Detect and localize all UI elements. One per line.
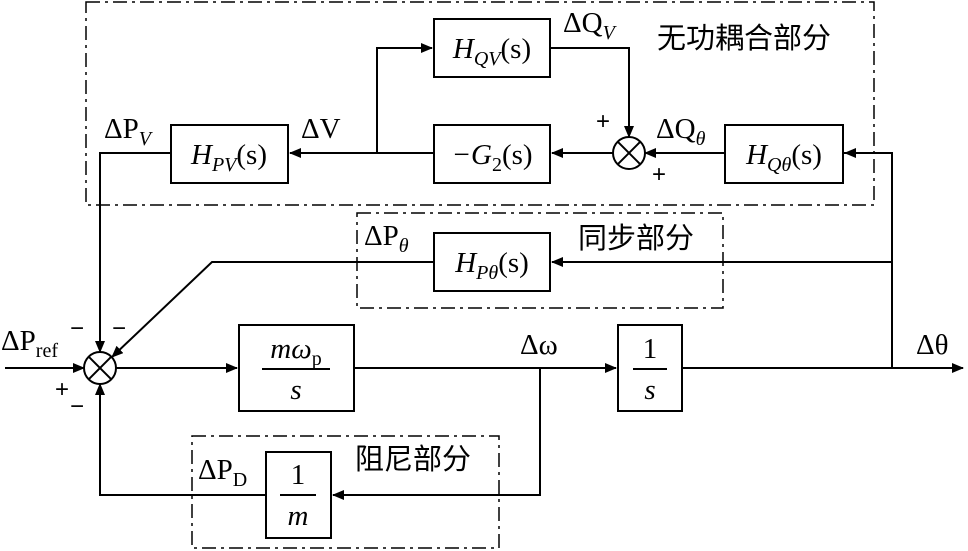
h-qtheta-block-label: HQθ(s) — [745, 139, 822, 176]
main-sum-top2-sign: − — [112, 315, 126, 342]
delta-pd-label: ΔPD — [198, 454, 247, 491]
integrator-denominator: s — [644, 374, 655, 406]
delta-v-label: ΔV — [301, 113, 341, 145]
upper-summing-junction — [612, 136, 646, 170]
damping-gain-numerator: 1 — [291, 459, 306, 491]
damping-group-border — [191, 435, 500, 549]
delta-omega-feedback-line — [332, 368, 541, 500]
main-summing-junction — [83, 351, 117, 385]
delta-theta-label: Δθ — [916, 329, 949, 361]
delta-pref-label: ΔPref — [1, 325, 58, 362]
h-ptheta-block — [433, 232, 551, 292]
damping-gain-denominator: m — [288, 500, 309, 532]
delta-pv-label: ΔPV — [104, 113, 154, 150]
upper-sum-bottom-sign: + — [652, 161, 666, 188]
reactive-coupling-group-label: 无功耦合部分 — [657, 21, 831, 55]
damping-group-label: 阻尼部分 — [355, 442, 471, 476]
main-sum-ref-sign: + — [55, 376, 69, 403]
h-ptheta-block-label: HPθ(s) — [454, 247, 529, 284]
forward-gain-denominator: s — [290, 374, 301, 406]
theta-feedback-riser — [843, 152, 893, 368]
integrator-numerator: 1 — [643, 333, 658, 365]
synchronizing-group-label: 同步部分 — [578, 221, 694, 255]
delta-pd-line — [95, 383, 266, 496]
h-pv-block — [170, 124, 289, 184]
reactive-coupling-group-border — [85, 1, 875, 206]
delta-qv-label: ΔQV — [563, 7, 618, 44]
forward-gain-numerator: mωp — [270, 333, 321, 370]
synchronizing-group-border — [356, 212, 724, 309]
main-sum-bottom-sign: − — [70, 393, 84, 420]
h-qtheta-block — [724, 124, 844, 184]
main-sum-top1-sign: − — [70, 315, 84, 342]
delta-v-branch-line — [376, 43, 433, 153]
delta-ptheta-label: ΔPθ — [364, 220, 409, 257]
delta-ptheta-line — [111, 261, 434, 358]
h-pv-block-label: HPV(s) — [190, 139, 267, 176]
neg-g2-block-label: −G2(s) — [451, 139, 532, 176]
delta-pv-line — [95, 152, 171, 353]
delta-qtheta-label: ΔQθ — [656, 113, 706, 150]
h-qv-block-label: HQV(s) — [452, 33, 531, 70]
upper-sum-top-sign: + — [596, 108, 610, 135]
h-qv-output-line — [550, 47, 634, 138]
delta-omega-label: Δω — [520, 329, 558, 361]
neg-g2-block — [433, 124, 551, 184]
